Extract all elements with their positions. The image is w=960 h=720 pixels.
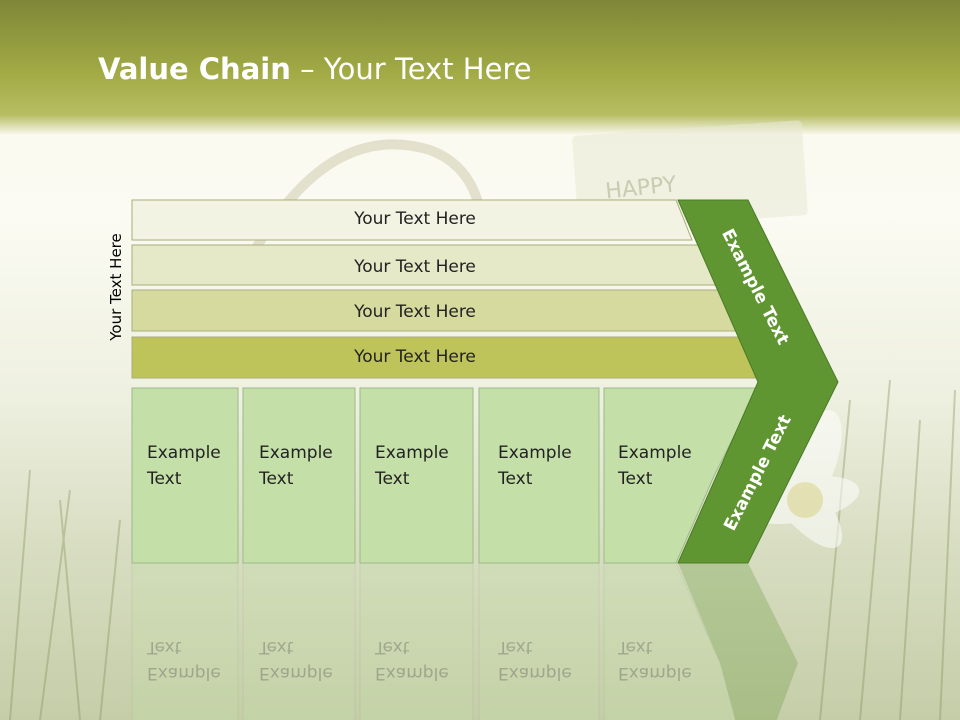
row-shape-1 [131, 199, 693, 241]
box-shape-1 [131, 387, 239, 564]
title-bold: Value Chain [98, 52, 291, 86]
box-shape-3 [359, 387, 474, 564]
title-rest: – Your Text Here [290, 52, 532, 86]
row-label-1: Your Text Here [354, 209, 476, 229]
page-title: Value Chain – Your Text Here [98, 52, 532, 86]
reflect-box-2 [242, 563, 356, 720]
reflect-chevron [678, 563, 798, 720]
row-label-4: Your Text Here [354, 347, 476, 367]
reflect-box-3 [359, 563, 474, 720]
box-shape-2 [242, 387, 356, 564]
row-label-3: Your Text Here [354, 302, 476, 322]
reflect-box-5 [603, 563, 750, 720]
box-shape-5 [603, 387, 759, 564]
header-band [0, 0, 960, 135]
reflection-shapes [131, 563, 798, 720]
reflect-box-1 [131, 563, 239, 720]
chevron-shape [677, 199, 839, 564]
row-label-2: Your Text Here [354, 257, 476, 277]
reflect-box-4 [478, 563, 600, 720]
box-shape-4 [478, 387, 600, 564]
